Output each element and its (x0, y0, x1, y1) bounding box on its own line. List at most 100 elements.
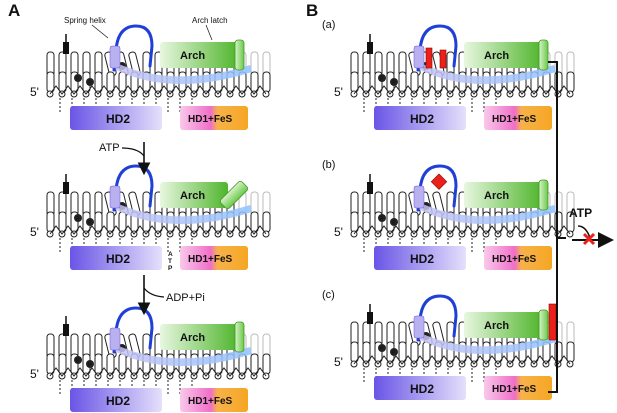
spring-helix-bar (110, 200, 252, 225)
nucleotide-bottom (422, 341, 431, 363)
arch-latch (538, 179, 549, 211)
phosphate-icon-label: P (88, 81, 92, 87)
nucleotide-bottom (118, 211, 127, 233)
atp-letter: T (168, 258, 172, 265)
nucleotide-bottom (362, 211, 371, 233)
hd2-domain (374, 246, 466, 270)
spring-helix-loop (416, 24, 458, 72)
hd1-label: HD1+FeS (492, 114, 537, 125)
nucleotide-bottom (422, 211, 431, 233)
atp-arrow-label: ATP (99, 142, 120, 154)
backbone (353, 85, 571, 95)
nucleotide-bottom (250, 71, 259, 93)
hd1-domain (180, 388, 248, 412)
spring-helix-bar (414, 200, 556, 225)
spring-helix-bar (110, 342, 252, 367)
five-prime-label: 5' (334, 225, 343, 239)
helix-base (413, 315, 425, 339)
phosphate-icon (74, 356, 82, 364)
nucleotide-bottom (58, 353, 67, 375)
block-wedge-b (439, 49, 447, 69)
hd2-label: HD2 (410, 112, 434, 126)
hd2-domain (374, 376, 466, 400)
nucleotide-bottom (398, 211, 407, 233)
backbone (353, 355, 571, 365)
hd1-label: HD1+FeS (492, 384, 537, 395)
arch-domain (160, 182, 228, 208)
phosphate-icon (390, 78, 398, 86)
state-tag: (b) (322, 159, 335, 171)
nucleotide-bottom (566, 341, 575, 363)
nucleotide-bottom (362, 71, 371, 93)
state-tag: (a) (322, 19, 335, 31)
arch-domain (160, 42, 238, 68)
nucleotide-bottom (106, 353, 115, 375)
hd2-label: HD2 (410, 252, 434, 266)
phosphate-icon-label: P (76, 77, 80, 83)
nucleotide-bottom (94, 71, 103, 93)
phosphate-icon (378, 214, 386, 222)
atp-arrow-curve (121, 147, 145, 157)
atp-letter: A (168, 251, 173, 258)
block-diamond (430, 173, 448, 190)
nucleotide-bottom (410, 341, 419, 363)
lesion-nucleotide (63, 324, 69, 336)
backbone (353, 225, 571, 235)
block-x-icon (582, 232, 596, 246)
hd1-label: HD1+FeS (188, 254, 233, 265)
hd1-label: HD1+FeS (492, 254, 537, 265)
lesion-nucleotide (367, 182, 373, 194)
arch-domain (464, 182, 542, 208)
blocked-atp-label: ATP (569, 206, 592, 220)
hd1-domain (180, 246, 248, 270)
phosphate-icon (74, 214, 82, 222)
spring-helix-loop (112, 164, 154, 212)
lesion-nucleotide (367, 312, 373, 324)
phosphate-icon (86, 360, 94, 368)
hd2-domain (70, 388, 162, 412)
lesion-nucleotide (63, 182, 69, 194)
arch-domain (464, 312, 542, 338)
nucleotide-bottom (410, 71, 419, 93)
hd1-domain (484, 376, 552, 400)
phosphate-icon-label: P (76, 359, 80, 365)
nucleotide-bottom (350, 71, 359, 93)
nucleotide-bottom (118, 353, 127, 375)
nucleotide-bottom (350, 341, 359, 363)
blocked-arrow-curve (577, 225, 591, 239)
spring-helix-loop (112, 24, 154, 72)
hd2-domain (70, 246, 162, 270)
backbone (49, 225, 267, 235)
phosphate-icon (86, 78, 94, 86)
adp-arrow-label: ADP+Pi (166, 292, 205, 304)
bracket (548, 61, 566, 393)
nucleotide-bottom (350, 211, 359, 233)
arch-domain (160, 324, 238, 350)
helix-base (109, 185, 121, 209)
adp-arrow-curve (143, 287, 165, 298)
helix-base (413, 185, 425, 209)
nucleotide-bottom (566, 71, 575, 93)
phosphate-icon (74, 74, 82, 82)
helix-base (109, 45, 121, 69)
state-tag: (c) (322, 289, 335, 301)
nucleotide-bottom (250, 353, 259, 375)
nucleotide-bottom (410, 211, 419, 233)
panel-a-letter: A (8, 1, 20, 20)
lesion-nucleotide (63, 42, 69, 54)
phosphate-icon-label: P (380, 77, 384, 83)
block-latch-bar (548, 303, 557, 341)
arch-latch (219, 180, 249, 210)
hd2-label: HD2 (106, 252, 130, 266)
phosphate-icon-label: P (392, 81, 396, 87)
block-wedge-a (425, 47, 433, 69)
lesion-nucleotide (367, 42, 373, 54)
nucleotide-bottom (398, 341, 407, 363)
